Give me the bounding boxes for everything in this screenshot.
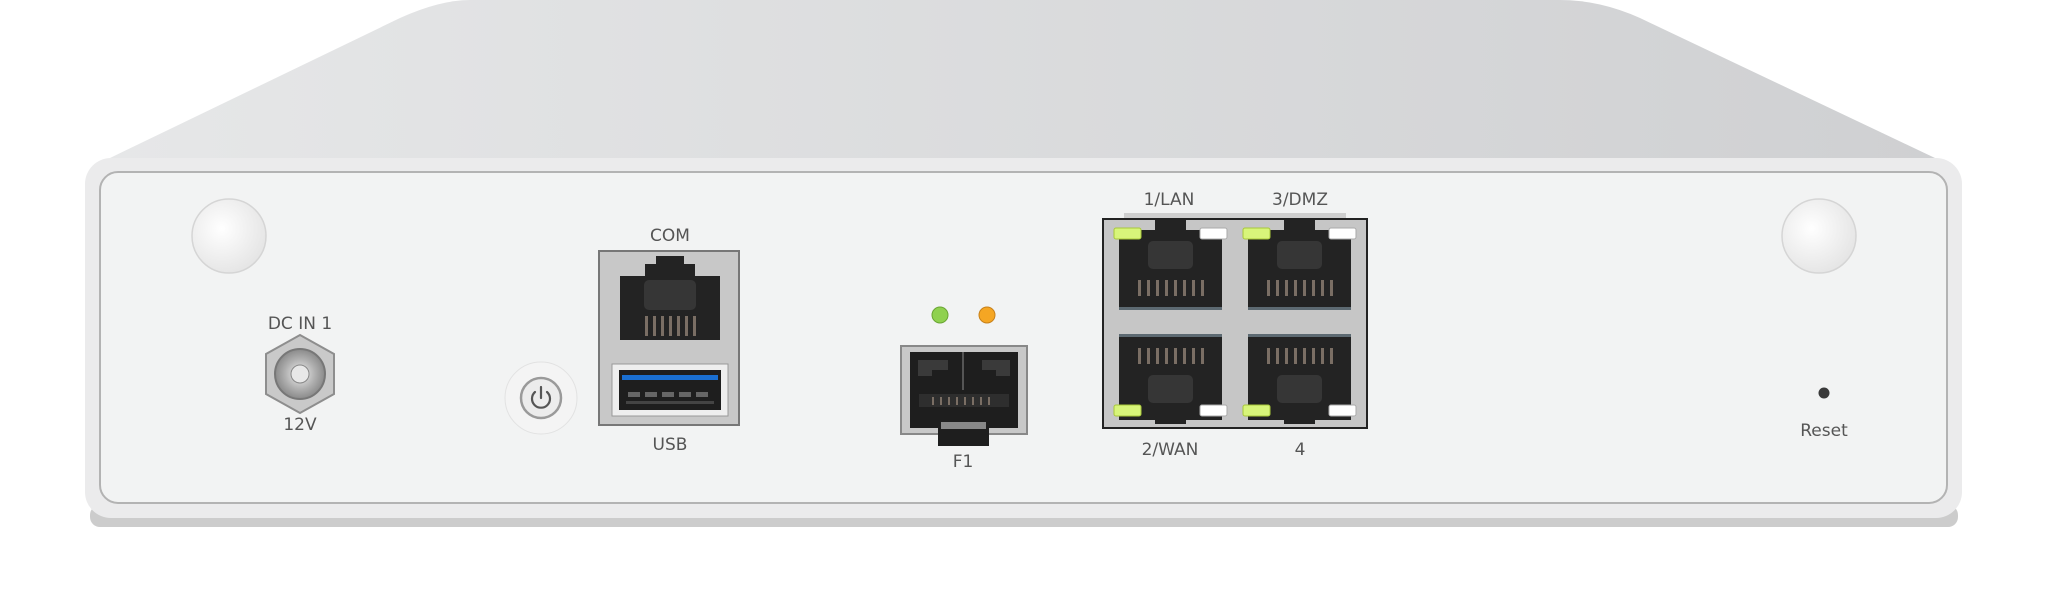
reset-label: Reset [1800,421,1848,441]
link-led [1113,404,1142,417]
port-label-1-lan: 1/LAN [1144,190,1195,210]
dc-in-label: DC IN 1 [268,314,332,334]
power-icon [530,385,552,409]
activity-led [1328,404,1357,417]
activity-led [1328,227,1357,240]
activity-led [1199,404,1228,417]
link-led [1113,227,1142,240]
port-label-4: 4 [1295,440,1306,460]
dc-voltage-label: 12V [283,415,317,435]
power-button[interactable] [504,361,578,435]
link-led [1242,404,1271,417]
sfp-led-activity [978,306,996,324]
dc-power-jack[interactable] [265,333,335,415]
port-2-wan[interactable] [1113,334,1228,424]
mount-knob-right [1781,198,1857,274]
mount-knob-left [191,198,267,274]
link-led [1242,227,1271,240]
sfp-port-f1[interactable] [900,345,1028,446]
front-panel-inner [99,171,1948,504]
port-4[interactable] [1242,334,1357,424]
port-group-bracket [1124,213,1346,219]
chassis-top [110,0,1935,158]
port-label-2-wan: 2/WAN [1142,440,1199,460]
port-label-3-dmz: 3/DMZ [1272,190,1328,210]
sfp-label: F1 [953,452,974,472]
usb-port[interactable] [611,363,729,417]
com-label: COM [650,226,690,246]
usb-label: USB [653,435,688,455]
reset-button[interactable] [1818,387,1830,399]
port-3-dmz[interactable] [1242,220,1357,310]
activity-led [1199,227,1228,240]
com-port[interactable] [620,256,720,340]
port-1-lan[interactable] [1113,220,1228,310]
sfp-led-link [931,306,949,324]
